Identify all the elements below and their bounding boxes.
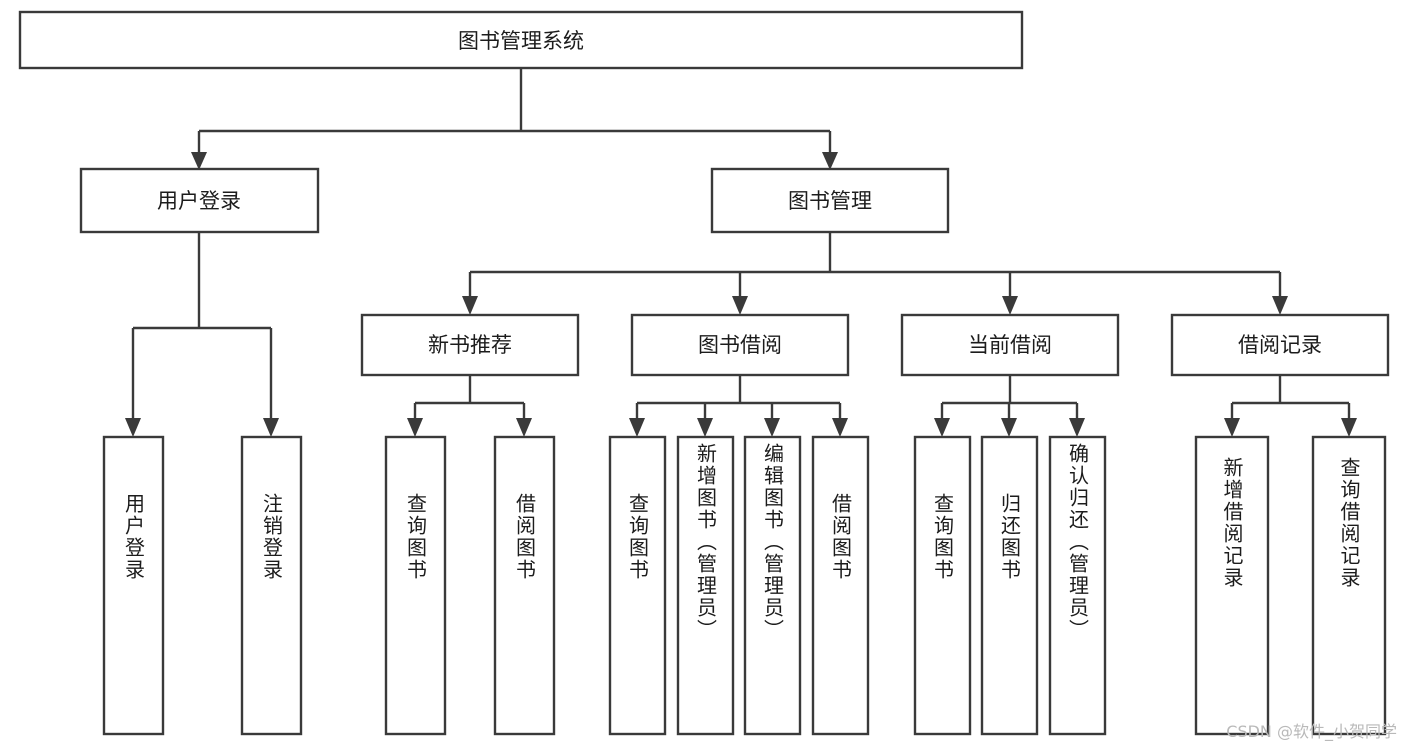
arrow-records-leaf-0 bbox=[1224, 418, 1240, 437]
node-root-box[interactable] bbox=[18, 10, 1024, 70]
leaf-box-records-1[interactable] bbox=[1311, 435, 1387, 736]
leaf-box-records-0[interactable] bbox=[1194, 435, 1270, 736]
arrow-book-mgmt-to-recommend bbox=[462, 296, 478, 315]
arrow-book-mgmt-to-records bbox=[1272, 296, 1288, 315]
leaf-box-borrow-2[interactable] bbox=[743, 435, 802, 736]
node-book-borrow-label: 图书借阅 bbox=[698, 333, 782, 357]
node-user-login-label: 用户登录 bbox=[157, 189, 241, 213]
node-book-mgmt-label: 图书管理 bbox=[788, 189, 872, 213]
node-layer: 图书管理系统 用户登录 图书管理 新书推荐 图书借阅 当前借阅 借阅记录 bbox=[18, 10, 1390, 736]
arrow-current-leaf-2 bbox=[1069, 418, 1085, 437]
node-new-book-recommend-box[interactable] bbox=[360, 313, 580, 377]
node-current-borrow-box[interactable] bbox=[900, 313, 1120, 377]
node-borrow-records-box[interactable] bbox=[1170, 313, 1390, 377]
node-new-book-recommend-label: 新书推荐 bbox=[428, 333, 512, 357]
node-user-login-box[interactable] bbox=[79, 167, 320, 234]
node-book-mgmt-box[interactable] bbox=[710, 167, 950, 234]
arrow-user-login-leaf-0 bbox=[125, 418, 141, 437]
arrow-borrow-leaf-0 bbox=[629, 418, 645, 437]
arrow-book-mgmt-to-borrow bbox=[732, 296, 748, 315]
leaf-box-borrow-0[interactable] bbox=[608, 435, 667, 736]
node-borrow-records-label: 借阅记录 bbox=[1238, 333, 1322, 357]
arrow-root-to-book-mgmt bbox=[822, 152, 838, 170]
arrow-borrow-leaf-3 bbox=[832, 418, 848, 437]
leaf-box-user-login-1[interactable] bbox=[240, 435, 303, 736]
connector-layer bbox=[125, 68, 1357, 437]
node-current-borrow-label: 当前借阅 bbox=[968, 333, 1052, 357]
node-book-borrow-box[interactable] bbox=[630, 313, 850, 377]
arrow-user-login-leaf-1 bbox=[263, 418, 279, 437]
leaf-box-current-1[interactable] bbox=[980, 435, 1039, 736]
arrow-root-to-user-login bbox=[191, 152, 207, 170]
arrow-borrow-leaf-1 bbox=[697, 418, 713, 437]
leaf-box-current-2[interactable] bbox=[1048, 435, 1107, 736]
leaf-box-user-login-0[interactable] bbox=[102, 435, 165, 736]
arrow-book-mgmt-to-current bbox=[1002, 296, 1018, 315]
leaf-box-recommend-1[interactable] bbox=[493, 435, 556, 736]
arrow-records-leaf-1 bbox=[1341, 418, 1357, 437]
leaf-box-recommend-0[interactable] bbox=[384, 435, 447, 736]
leaf-box-borrow-1[interactable] bbox=[676, 435, 735, 736]
arrow-current-leaf-0 bbox=[934, 418, 950, 437]
node-root-label: 图书管理系统 bbox=[458, 29, 584, 53]
arrow-current-leaf-1 bbox=[1001, 418, 1017, 437]
arrow-recommend-leaf-1 bbox=[516, 418, 532, 437]
arrow-recommend-leaf-0 bbox=[407, 418, 423, 437]
arrow-borrow-leaf-2 bbox=[764, 418, 780, 437]
leaf-box-borrow-3[interactable] bbox=[811, 435, 870, 736]
leaf-box-current-0[interactable] bbox=[913, 435, 972, 736]
